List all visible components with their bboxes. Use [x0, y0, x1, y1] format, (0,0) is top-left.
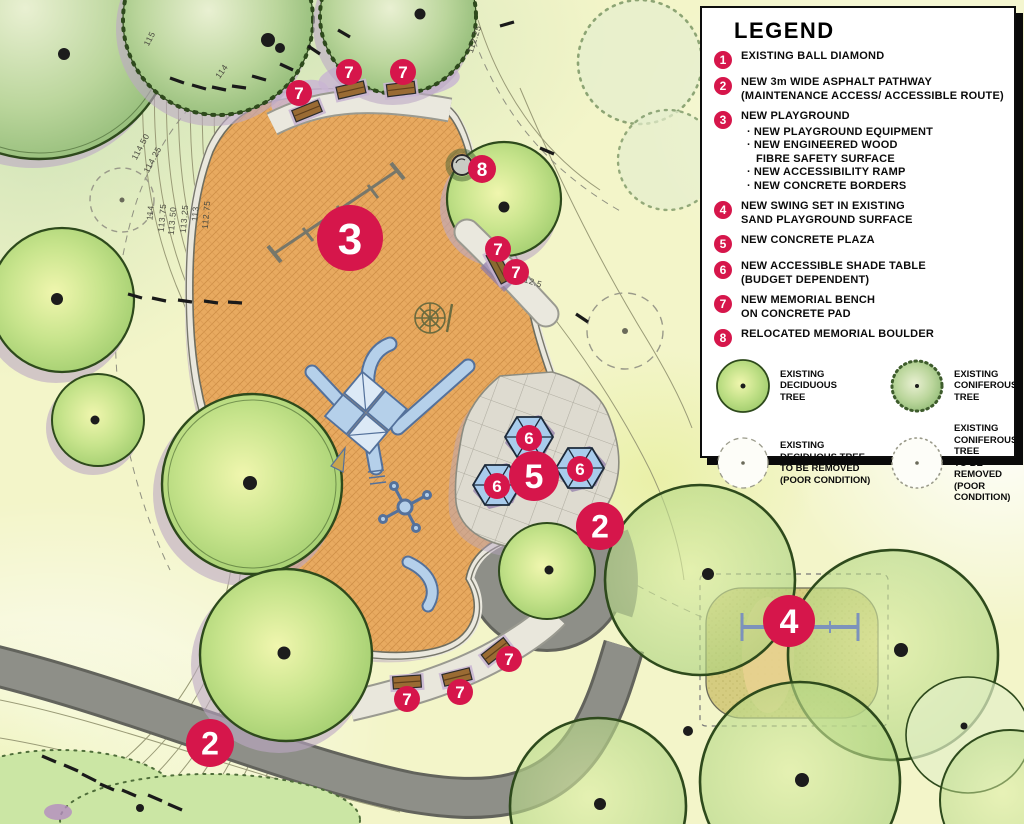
deciduous-tree-icon	[716, 359, 770, 413]
ring-tree	[498, 522, 596, 620]
shrub-masses	[0, 749, 361, 824]
svg-text:8: 8	[477, 160, 488, 181]
legend-item-3-bullets: ·NEW PLAYGROUND EQUIPMENT ·NEW ENGINEERE…	[747, 125, 934, 192]
svg-text:7: 7	[344, 63, 353, 82]
marker-swing-set: 4	[763, 595, 815, 647]
svg-text:2: 2	[201, 726, 219, 762]
svg-text:113.75: 113.75	[156, 203, 168, 232]
marker-bench: 7	[447, 679, 473, 705]
legend-item-4: 4 NEW SWING SET IN EXISTING SAND PLAYGRO…	[714, 200, 1004, 227]
svg-text:7: 7	[398, 63, 407, 82]
svg-text:7: 7	[402, 690, 411, 709]
coniferous-tree-icon	[890, 359, 944, 413]
existing-trees	[0, 0, 720, 753]
deciduous-tree-removed-icon	[717, 437, 769, 489]
marker-bench: 7	[286, 80, 312, 106]
legend-item-6: 6 NEW ACCESSIBLE SHADE TABLE (BUDGET DEP…	[714, 260, 1004, 287]
legend-item-5: 5 NEW CONCRETE PLAZA	[714, 234, 1004, 253]
legend-marker-1: 1	[714, 51, 732, 69]
legend-marker-7: 7	[714, 295, 732, 313]
marker-playground: 3	[317, 205, 383, 271]
coniferous-tree-removed-icon	[891, 437, 943, 490]
marker-bench: 7	[503, 259, 529, 285]
legend-item-8: 8 RELOCATED MEMORIAL BOULDER	[714, 328, 1004, 347]
tree-cluster-bottom-right	[508, 483, 1024, 824]
svg-text:7: 7	[511, 263, 520, 282]
marker-pathway-west: 2	[186, 719, 234, 767]
marker-shade-table: 6	[516, 425, 542, 451]
legend-item-3: 3 NEW PLAYGROUND ·NEW PLAYGROUND EQUIPME…	[714, 110, 1004, 193]
tree-key-label: EXISTING DECIDUOUS TREE	[780, 368, 838, 403]
play-structure	[304, 336, 476, 485]
svg-text:113: 113	[189, 206, 200, 222]
svg-text:7: 7	[504, 650, 513, 669]
legend-marker-5: 5	[714, 235, 732, 253]
svg-text:113.50: 113.50	[166, 206, 178, 235]
survey-ticks	[41, 20, 589, 812]
marker-shade-table: 6	[567, 456, 593, 482]
legend-marker-6: 6	[714, 261, 732, 279]
legend-item-7: 7 NEW MEMORIAL BENCH ON CONCRETE PAD	[714, 294, 1004, 321]
svg-text:5: 5	[525, 458, 544, 496]
svg-text:7: 7	[455, 683, 464, 702]
svg-text:2: 2	[591, 509, 609, 545]
svg-text:6: 6	[492, 477, 501, 496]
svg-text:7: 7	[493, 240, 502, 259]
marker-boulder: 8	[468, 155, 496, 183]
marker-bench: 7	[390, 59, 416, 85]
marker-shade-table: 6	[484, 473, 510, 499]
svg-text:4: 4	[780, 603, 799, 641]
playground-equipment	[266, 161, 476, 613]
marker-pathway-east: 2	[576, 502, 624, 550]
marker-plaza: 5	[509, 451, 559, 501]
svg-text:3: 3	[338, 215, 362, 264]
svg-text:112.75: 112.75	[200, 200, 212, 229]
marker-bench: 7	[394, 686, 420, 712]
svg-text:6: 6	[524, 429, 533, 448]
legend-marker-8: 8	[714, 329, 732, 347]
legend-title: LEGEND	[734, 18, 835, 43]
marker-bench: 7	[496, 646, 522, 672]
marker-bench: 7	[485, 236, 511, 262]
svg-text:113.25: 113.25	[178, 204, 190, 233]
legend-marker-2: 2	[714, 77, 732, 95]
svg-text:6: 6	[575, 460, 584, 479]
svg-text:7: 7	[294, 84, 303, 103]
tree-key-label: EXISTING DECIDUOUS TREE TO BE REMOVED (P…	[780, 440, 871, 486]
tree-key-label: EXISTING CONIFEROUS TREE TO BE REMOVED (…	[954, 423, 1018, 503]
legend-marker-4: 4	[714, 201, 732, 219]
tree-key: EXISTING DECIDUOUS TREE EXISTING CONIFER…	[714, 357, 1017, 504]
marker-bench: 7	[336, 59, 362, 85]
legend-item-1: 1 EXISTING BALL DIAMOND	[714, 50, 1004, 69]
tree-key-label: EXISTING CONIFEROUS TREE	[954, 368, 1018, 403]
legend-item-2: 2 NEW 3m WIDE ASPHALT PATHWAY (MAINTENAN…	[714, 76, 1004, 103]
plan-markers: 3 5 2 2 4 8 7 7 7 7 7 7 7 7 6 6 6	[186, 59, 815, 767]
legend-panel: LEGEND 1 EXISTING BALL DIAMOND 2 NEW 3m …	[700, 6, 1017, 503]
legend-marker-3: 3	[714, 111, 732, 129]
svg-text:114: 114	[144, 205, 155, 221]
